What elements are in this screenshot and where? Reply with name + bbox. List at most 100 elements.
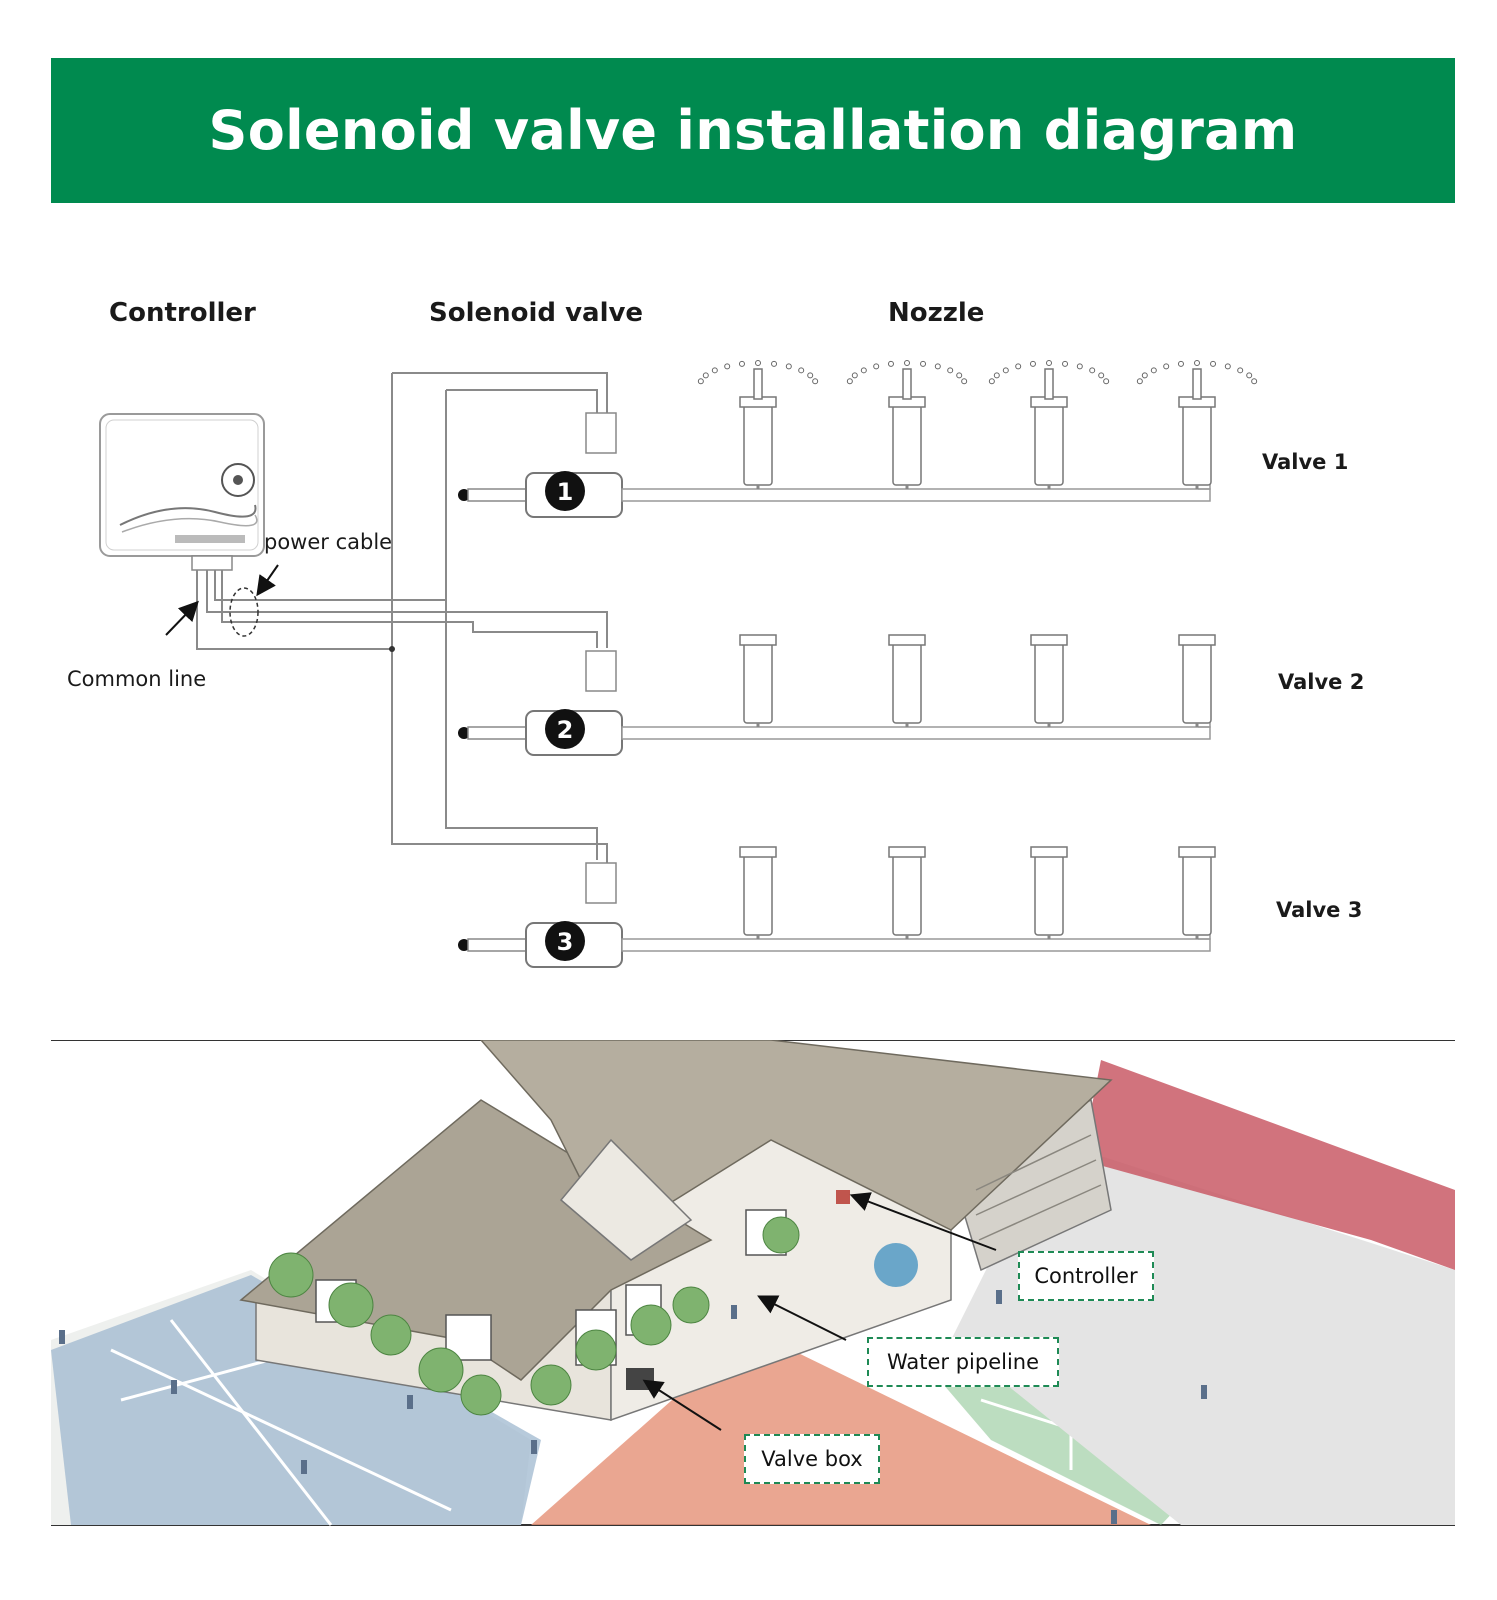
valve-number-badge [545,471,585,511]
spray-droplet-icon [934,363,941,370]
inlet-dot [458,489,470,501]
nozzle-cap [1030,846,1068,858]
nozzle-body [743,404,773,486]
nozzle-cap [1178,846,1216,858]
spray-droplet-icon [956,372,963,379]
orange-lawn-zone [531,1330,1151,1525]
spray-droplet-icon [1251,378,1258,385]
nozzle-body [892,854,922,936]
solenoid-coil [585,650,617,692]
spray-droplet-icon [798,367,805,374]
nozzle-cap [739,846,777,858]
spray-droplet-icon [1194,360,1200,366]
nozzle-body [892,642,922,724]
spray-droplet-icon [1141,372,1148,379]
nozzle-pop-up [1192,368,1202,400]
nozzle-cap [1030,634,1068,646]
spray-droplet-icon [1046,360,1052,366]
spray-droplet-icon [807,372,814,379]
controller-device-icon [836,1190,850,1204]
valve-number-badge [545,709,585,749]
spray-droplet-icon [1163,363,1170,370]
nozzle-cap [888,846,926,858]
spray-droplet-icon [1224,363,1231,370]
nozzle-heading: Nozzle [888,298,985,328]
nozzle-cap [888,634,926,646]
common-line-label: Common line [67,667,207,691]
power-cable-marker [229,587,259,637]
nozzle-body [743,854,773,936]
water-pipeline-callout: Water pipeline [867,1337,1059,1387]
nozzle-body [1182,642,1212,724]
controller-unit [99,413,265,571]
spray-droplet-icon [711,367,718,374]
spray-droplet-icon [1002,367,1009,374]
spray-droplet-icon [851,372,858,379]
valve-1-label: Valve 1 [1262,450,1349,474]
blue-lawn-zone [51,1275,541,1525]
controller-heading: Controller [109,298,256,328]
spray-droplet-icon [724,363,731,370]
inlet-dot [458,939,470,951]
spray-droplet-icon [697,378,704,385]
spray-droplet-icon [755,360,761,366]
spray-droplet-icon [993,372,1000,379]
spray-droplet-icon [1089,367,1096,374]
nozzle-cap [739,634,777,646]
house-irrigation-illustration [51,1040,1455,1526]
solenoid-coil [585,862,617,904]
spray-droplet-icon [1246,372,1253,379]
spray-droplet-icon [947,367,954,374]
spray-droplet-icon [961,378,968,385]
page-title: Solenoid valve installation diagram [208,99,1298,162]
valve-2-label: Valve 2 [1278,670,1365,694]
valve-box-icon [626,1368,654,1390]
spray-droplet-icon [1136,378,1143,385]
title-banner: Solenoid valve installation diagram [51,58,1455,203]
spray-droplet-icon [1103,378,1110,385]
spray-droplet-icon [920,360,927,367]
nozzle-cap [1178,634,1216,646]
spray-droplet-icon [1015,363,1022,370]
power-cable-arrow-icon [256,564,279,597]
inlet-pipe [467,726,529,740]
valve-number-badge [545,921,585,961]
spray-droplet-icon [846,378,853,385]
spray-droplet-icon [702,372,709,379]
spray-droplet-icon [1237,367,1244,374]
spray-droplet-icon [1210,360,1217,367]
spray-droplet-icon [812,378,819,385]
valve-box-callout: Valve box [744,1434,880,1484]
spray-droplet-icon [860,367,867,374]
wiring-schematic: 123 [99,360,1258,968]
nozzle-pop-up [902,368,912,400]
common-line-arrow-icon [165,600,199,636]
nozzle-body [1034,642,1064,724]
spray-droplet-icon [785,363,792,370]
power-cable-label: power cable [264,530,393,554]
nozzle-pop-up [753,368,763,400]
spray-droplet-icon [873,363,880,370]
blue-agave-plant [874,1243,918,1287]
nozzle-body [1182,404,1212,486]
spray-droplet-icon [738,360,745,367]
nozzle-body [743,642,773,724]
nozzle-body [1034,854,1064,936]
spray-droplet-icon [1076,363,1083,370]
main-pipe [621,938,1211,952]
main-pipe [621,488,1211,502]
red-lawn-zone [1081,1060,1455,1270]
wiring [196,372,608,875]
valve-number-text: 3 [557,928,574,956]
spray-droplet-icon [904,360,910,366]
spray-droplet-icon [1177,360,1184,367]
spray-droplet-icon [771,360,778,367]
nozzle-body [1182,854,1212,936]
solenoid-valve-heading: Solenoid valve [429,298,644,328]
spray-droplet-icon [1098,372,1105,379]
inlet-pipe [467,488,529,502]
spray-droplet-icon [887,360,894,367]
controller-callout: Controller [1018,1251,1154,1301]
spray-droplet-icon [1029,360,1036,367]
nozzle-pop-up [1044,368,1054,400]
